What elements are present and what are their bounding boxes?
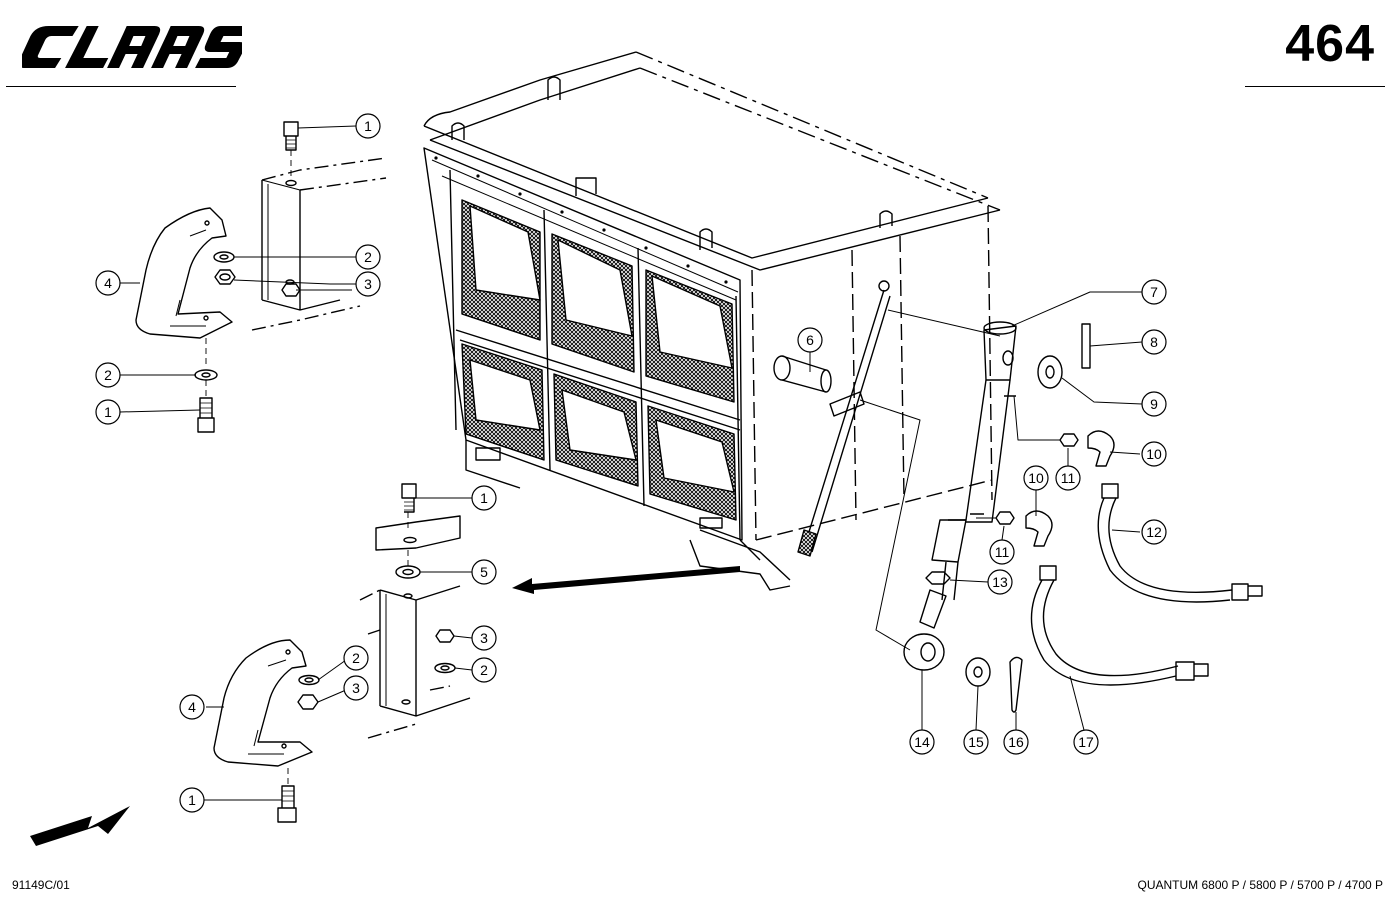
svg-text:10: 10 [1146, 446, 1162, 462]
callout-7: 7 [1141, 279, 1167, 305]
callout-3: 3 [355, 271, 381, 297]
callout-15: 15 [963, 729, 989, 755]
pointer-arrows [30, 566, 740, 846]
svg-text:1: 1 [188, 792, 196, 808]
header-rule-left [6, 86, 236, 87]
leader-lines [119, 125, 1143, 801]
svg-text:2: 2 [480, 662, 488, 678]
callout-17: 17 [1073, 729, 1099, 755]
callout-5: 5 [471, 559, 497, 585]
callout-10: 10 [1023, 465, 1049, 491]
svg-text:3: 3 [480, 630, 488, 646]
svg-text:6: 6 [806, 332, 814, 348]
callout-11: 11 [1055, 465, 1081, 491]
svg-text:11: 11 [995, 544, 1010, 560]
svg-text:9: 9 [1150, 396, 1158, 412]
svg-text:1: 1 [364, 118, 372, 134]
grille-frame [423, 51, 1001, 651]
callout-2: 2 [471, 657, 497, 683]
callout-1: 1 [179, 787, 205, 813]
callout-8: 8 [1141, 329, 1167, 355]
svg-text:2: 2 [104, 367, 112, 383]
callout-12: 12 [1141, 519, 1167, 545]
svg-text:5: 5 [480, 564, 488, 580]
page-number: 464 [1285, 15, 1375, 73]
callout-10: 10 [1141, 441, 1167, 467]
svg-text:1: 1 [480, 490, 488, 506]
header-rule-right [1245, 86, 1385, 87]
svg-text:7: 7 [1150, 284, 1158, 300]
callout-2: 2 [355, 244, 381, 270]
callout-4: 4 [179, 694, 205, 720]
callout-3: 3 [343, 675, 369, 701]
callout-9: 9 [1141, 391, 1167, 417]
svg-text:4: 4 [104, 275, 112, 291]
model-list: QUANTUM 6800 P / 5800 P / 5700 P / 4700 … [1137, 878, 1383, 892]
svg-text:17: 17 [1078, 734, 1094, 750]
callout-16: 16 [1003, 729, 1029, 755]
callout-13: 13 [987, 569, 1013, 595]
callout-14: 14 [909, 729, 935, 755]
claas-logo [18, 22, 253, 72]
svg-text:2: 2 [364, 249, 372, 265]
svg-text:3: 3 [352, 680, 360, 696]
svg-text:11: 11 [1061, 470, 1076, 486]
callout-1: 1 [355, 113, 381, 139]
svg-text:2: 2 [352, 650, 360, 666]
callout-1: 1 [95, 399, 121, 425]
callout-3: 3 [471, 625, 497, 651]
document-code: 91149C/01 [12, 878, 70, 892]
svg-text:4: 4 [188, 699, 196, 715]
svg-text:8: 8 [1150, 334, 1158, 350]
callout-2: 2 [343, 645, 369, 671]
lower-bracket-assembly [213, 483, 471, 823]
upper-bracket-assembly [135, 121, 387, 433]
svg-text:16: 16 [1008, 734, 1024, 750]
callout-1: 1 [471, 485, 497, 511]
svg-text:13: 13 [992, 574, 1008, 590]
svg-text:1: 1 [104, 404, 112, 420]
hydraulic-cylinder [903, 321, 1263, 713]
callout-4: 4 [95, 270, 121, 296]
svg-text:12: 12 [1146, 524, 1162, 540]
svg-text:14: 14 [914, 734, 930, 750]
svg-text:3: 3 [364, 276, 372, 292]
callout-11: 11 [989, 539, 1015, 565]
callout-6: 6 [797, 327, 823, 353]
svg-text:15: 15 [968, 734, 984, 750]
callout-2: 2 [95, 362, 121, 388]
svg-text:10: 10 [1028, 470, 1044, 486]
